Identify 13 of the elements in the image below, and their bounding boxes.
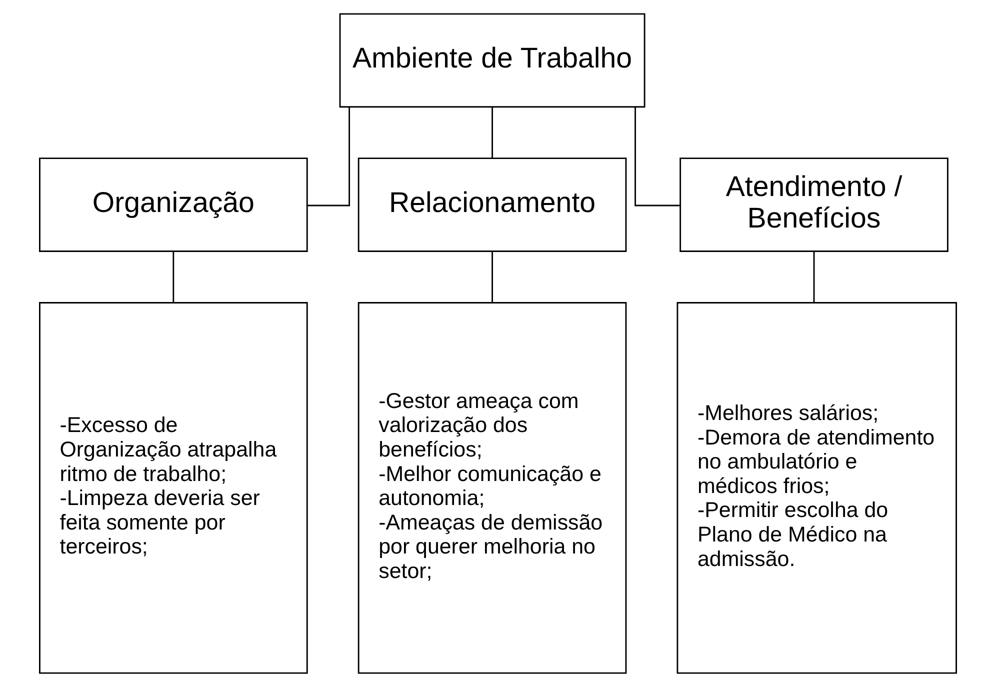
connector [492,106,493,158]
connector [307,107,350,206]
connector [172,252,174,303]
node-box: Ambiente de Trabalho [339,13,646,108]
node-box: -Excesso de Organização atrapalha ritmo de trabalho; -Limpeza deveria ser feita somente por terceiros; [39,302,308,674]
node-box: Relacionamento [358,158,627,252]
node-box: Organização [39,158,308,252]
node-box: -Melhores salários; -Demora de atendimento no ambulatório e médicos frios; -Permitir escolha do Plano de Médico na admissão. [676,302,957,674]
connector [492,252,493,303]
connector [813,252,815,303]
node-box: -Gestor ameaça com valorização dos benefícios; -Melhor comunicação e autonomia; -Ameaças de demissão por querer melhoria no setor; [358,302,627,674]
connector [634,107,680,206]
node-box: Atendimento / Benefícios [680,158,948,252]
